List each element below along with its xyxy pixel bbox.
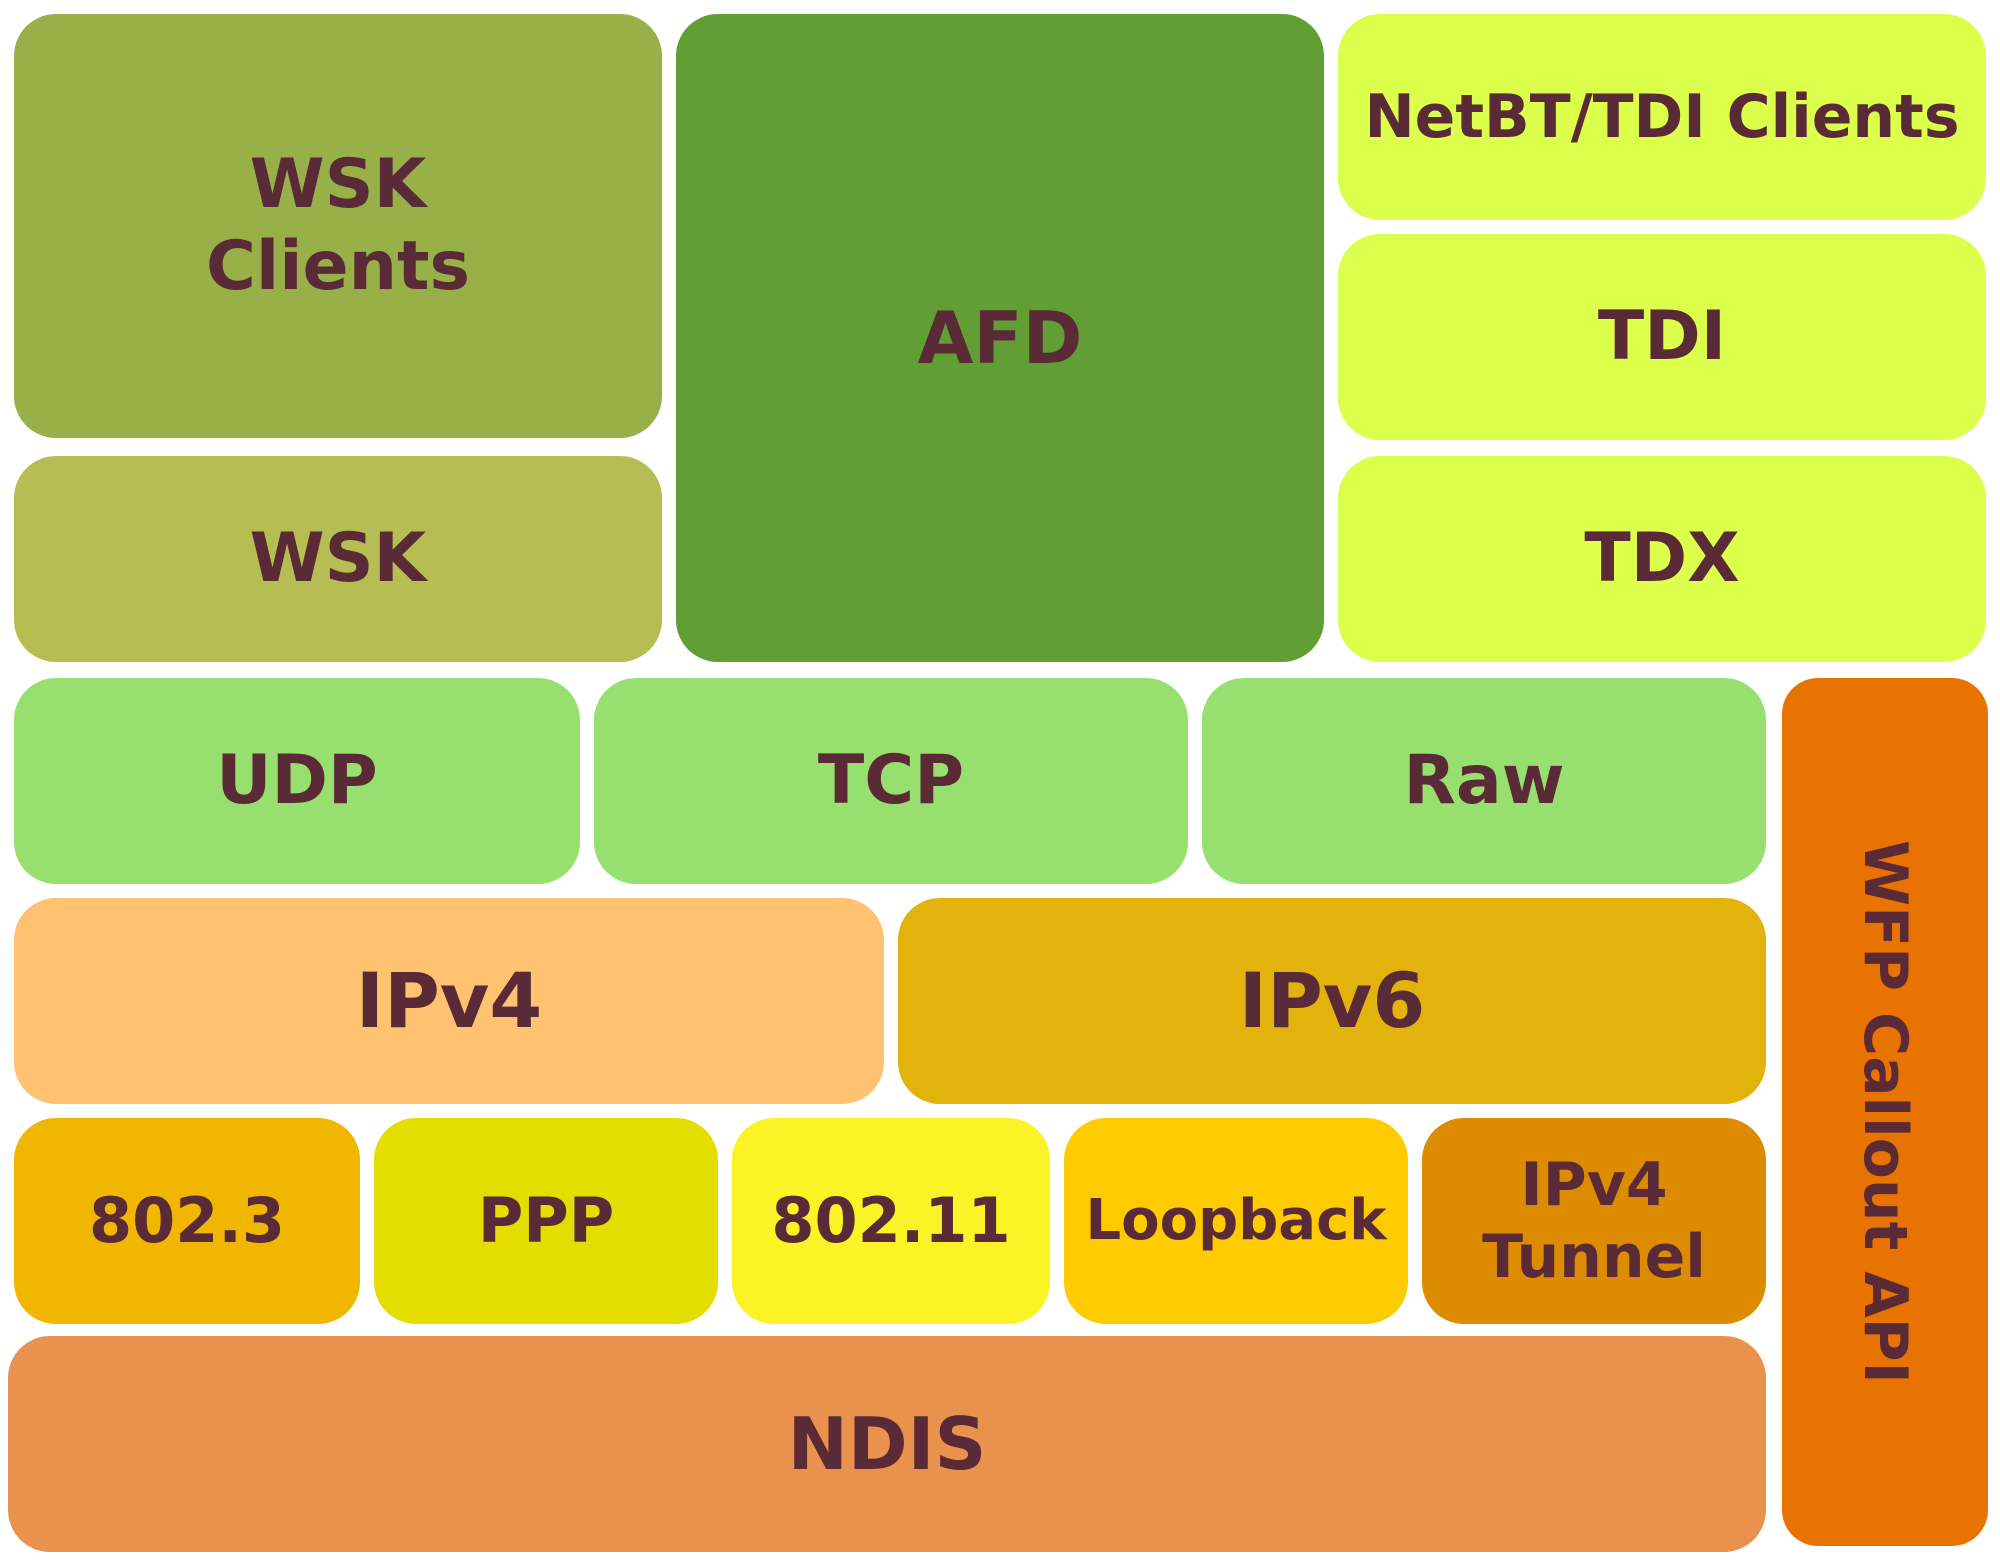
ipv6-label: IPv6 [1238, 956, 1426, 1046]
ppp-block: PPP [374, 1118, 718, 1324]
ndis-label: NDIS [787, 1401, 987, 1486]
tcp-label: TCP [817, 741, 965, 821]
netbt-tdi-clients-block: NetBT/TDI Clients [1338, 14, 1986, 220]
ipv4-block: IPv4 [14, 898, 884, 1104]
ipv4-tunnel-block: IPv4 Tunnel [1422, 1118, 1766, 1324]
tdi-label: TDI [1597, 297, 1727, 377]
ethernet-802-3-label: 802.3 [88, 1183, 286, 1257]
ndis-block: NDIS [8, 1336, 1766, 1552]
ipv4-tunnel-label: IPv4 Tunnel [1482, 1150, 1706, 1292]
afd-label: AFD [917, 295, 1083, 380]
wsk-label: WSK [249, 519, 427, 599]
raw-block: Raw [1202, 678, 1766, 884]
ipv4-label: IPv4 [355, 956, 543, 1046]
udp-block: UDP [14, 678, 580, 884]
loopback-label: Loopback [1085, 1188, 1387, 1254]
udp-label: UDP [216, 741, 378, 821]
wfp-callout-api-block: WFP Callout API [1782, 678, 1988, 1546]
tcp-block: TCP [594, 678, 1188, 884]
loopback-block: Loopback [1064, 1118, 1408, 1324]
tdx-label: TDX [1584, 519, 1740, 599]
wifi-802-11-block: 802.11 [732, 1118, 1050, 1324]
raw-label: Raw [1403, 741, 1565, 821]
netbt-tdi-clients-label: NetBT/TDI Clients [1364, 82, 1960, 152]
wsk-clients-block: WSK Clients [14, 14, 662, 438]
wsk-block: WSK [14, 456, 662, 662]
wsk-clients-label: WSK Clients [205, 145, 471, 306]
ipv6-block: IPv6 [898, 898, 1766, 1104]
ethernet-802-3-block: 802.3 [14, 1118, 360, 1324]
wifi-802-11-label: 802.11 [771, 1183, 1011, 1257]
afd-block: AFD [676, 14, 1324, 662]
tdx-block: TDX [1338, 456, 1986, 662]
ppp-label: PPP [477, 1183, 615, 1257]
wfp-callout-api-label: WFP Callout API [1850, 840, 1920, 1384]
tdi-block: TDI [1338, 234, 1986, 440]
